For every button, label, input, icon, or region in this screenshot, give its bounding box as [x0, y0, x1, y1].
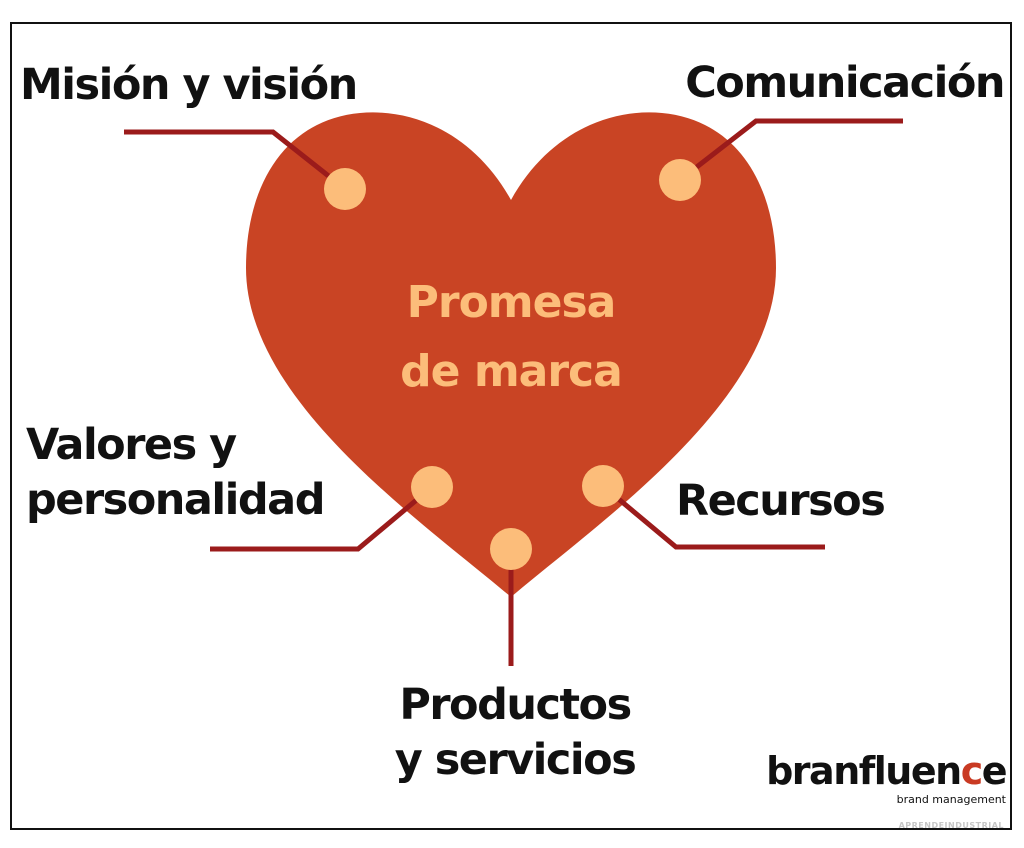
- dot-recursos: [582, 465, 624, 507]
- connector-mision: [124, 129, 347, 191]
- label-mision-vision: Misión y visión: [20, 58, 358, 113]
- center-title-line1: Promesa: [407, 277, 616, 328]
- connector-comunicacion: [678, 118, 903, 182]
- heart-shape: [246, 112, 776, 598]
- connector-valores: [210, 485, 434, 552]
- label-recursos-text: Recursos: [676, 476, 886, 526]
- logo-word-accent: c: [960, 749, 984, 793]
- logo-word-main: branfluen: [766, 749, 962, 793]
- center-title-line2: de marca: [400, 346, 622, 397]
- label-productos-line1: Productos: [399, 680, 632, 730]
- label-valores-personalidad: Valores y personalidad: [26, 418, 325, 528]
- label-productos-line2: y servicios: [394, 735, 637, 786]
- logo-wordmark: branfluence: [766, 749, 1008, 793]
- label-comunicacion: Comunicación: [685, 56, 1005, 111]
- logo-tagline: brand management: [896, 793, 1006, 806]
- connector-recursos: [601, 484, 825, 550]
- dot-valores: [411, 466, 453, 508]
- label-comunicacion-text: Comunicación: [685, 58, 1005, 108]
- label-productos-servicios: Productos y servicios: [390, 678, 640, 788]
- label-valores-line1: Valores y: [26, 420, 237, 470]
- logo-word-end: e: [981, 749, 1008, 793]
- watermark-text: APRENDEINDUSTRIAL: [898, 821, 1004, 830]
- dot-mision: [324, 168, 366, 210]
- label-valores-line2: personalidad: [26, 475, 325, 526]
- dot-productos: [490, 528, 532, 570]
- diagram-frame: [10, 22, 1012, 830]
- branfluence-logo: branfluence brand management: [766, 749, 1008, 806]
- label-mision-text: Misión y visión: [20, 60, 358, 110]
- label-recursos: Recursos: [676, 474, 886, 529]
- dot-comunicacion: [659, 159, 701, 201]
